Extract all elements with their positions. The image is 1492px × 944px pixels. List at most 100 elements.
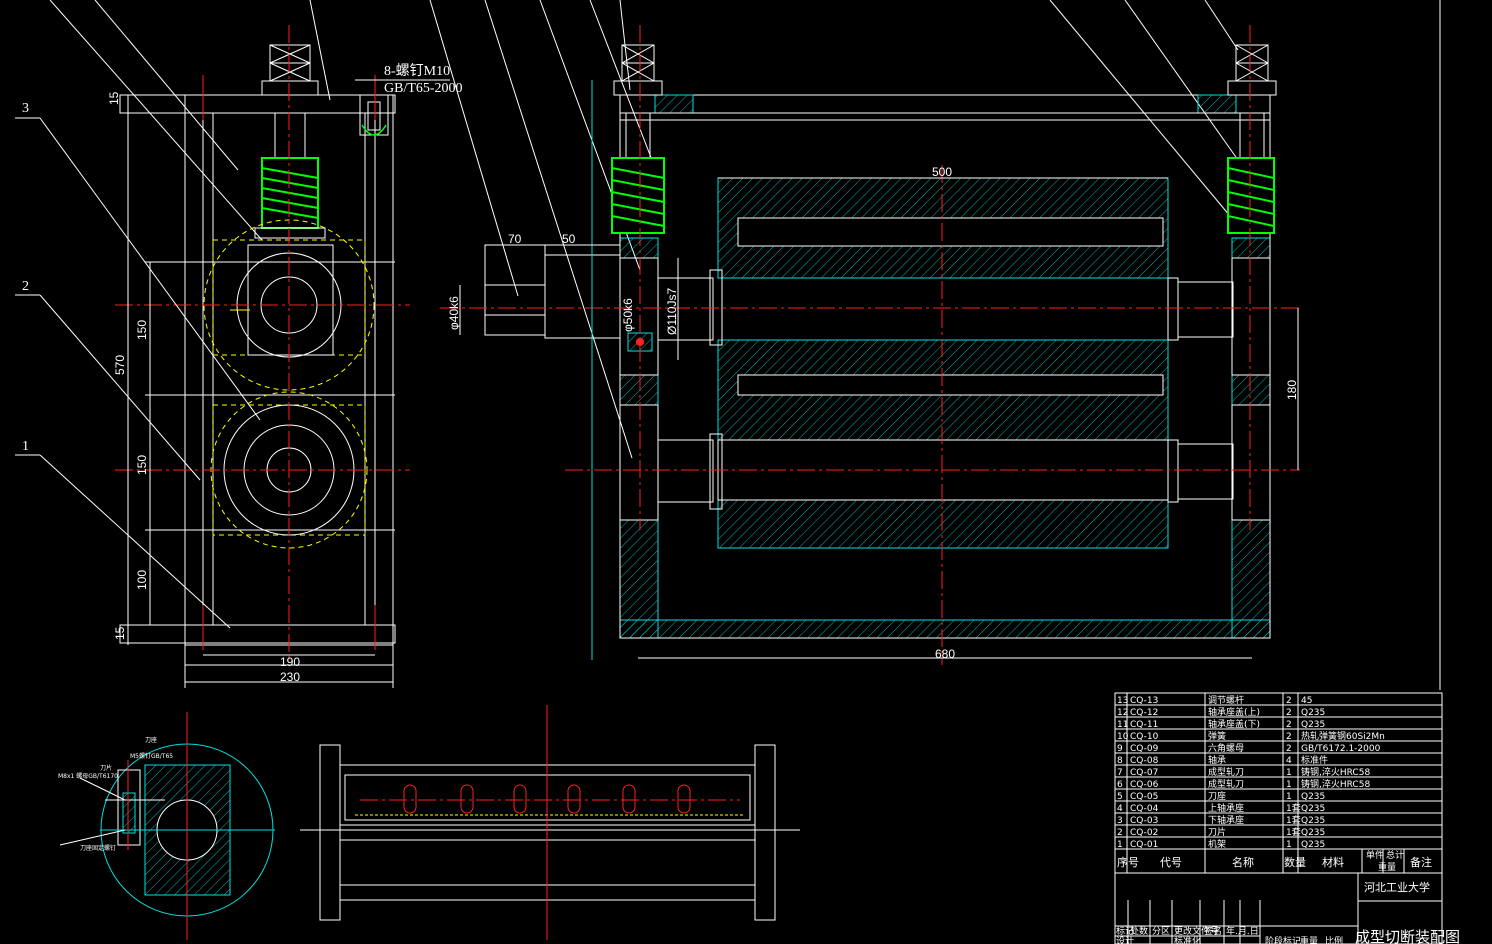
detail-label-3: 刀座 [145, 736, 157, 744]
part-material: Q235 [1301, 804, 1325, 814]
detail-view: M8x1 螺母GB/T6170 刀片 刀座 M5螺钉GB/T65 刀座固定螺钉 [58, 712, 275, 940]
dim-15-bottom: 15 [113, 626, 127, 640]
part-material: Q235 [1301, 840, 1325, 850]
dim-180: 180 [1285, 380, 1299, 400]
part-qty: 2 [1286, 732, 1292, 742]
callout-3: 3 [22, 101, 29, 116]
dim-500: 500 [932, 165, 952, 179]
part-name: 弹簧 [1208, 730, 1226, 742]
part-name: 轴承座盖(上) [1208, 706, 1260, 718]
part-name: 轴承座盖(下) [1208, 718, 1260, 730]
part-code: CQ-01 [1130, 840, 1158, 850]
part-qty: 2 [1286, 744, 1292, 754]
knife-holder-view [300, 705, 800, 940]
part-code: CQ-08 [1130, 756, 1159, 766]
leader-lines [49, 0, 1441, 690]
part-no: 2 [1117, 828, 1123, 838]
dim-phi110: Ø110Js7 [665, 288, 679, 335]
header-unit-weight: 单件 [1366, 849, 1384, 861]
sign-row-cell: 年.月.日 [1226, 925, 1259, 937]
part-name: 轴承 [1208, 754, 1226, 766]
part-no: 8 [1117, 756, 1123, 766]
part-code: CQ-09 [1130, 744, 1159, 754]
part-name: 调节螺杆 [1208, 694, 1244, 706]
bottom-row-cell: 比例 [1325, 935, 1343, 944]
part-qty: 4 [1286, 756, 1292, 766]
part-qty: 1套 [1286, 826, 1301, 838]
header-no: 序号 [1117, 855, 1139, 869]
part-qty: 1 [1286, 792, 1292, 802]
part-code: CQ-03 [1130, 816, 1158, 826]
part-code: CQ-07 [1130, 768, 1158, 778]
part-no: 4 [1117, 804, 1123, 814]
part-material: Q235 [1301, 828, 1325, 838]
part-material: Q235 [1301, 708, 1325, 718]
sign-row-cell: 分区 [1152, 926, 1170, 937]
part-no: 6 [1117, 780, 1123, 790]
part-no: 10 [1117, 732, 1129, 742]
detail-label-4: M5螺钉GB/T65 [130, 752, 173, 760]
left-view: 15 570 150 150 100 15 190 230 8-螺钉M10 GB… [15, 25, 463, 688]
part-qty: 1套 [1286, 814, 1301, 826]
part-code: CQ-13 [1130, 696, 1158, 706]
callout-2: 2 [22, 279, 29, 294]
part-name: 刀座 [1208, 790, 1226, 802]
dim-190: 190 [280, 655, 300, 669]
part-material: 铸钢,淬火HRC58 [1301, 778, 1370, 790]
part-no: 7 [1117, 768, 1123, 778]
sign-row2-cell: 标准化 [1174, 935, 1201, 944]
dim-100: 100 [135, 570, 149, 590]
part-qty: 1 [1286, 840, 1292, 850]
part-name: 成型轧刀 [1208, 778, 1244, 790]
dim-50: 50 [562, 232, 576, 246]
header-remark: 备注 [1410, 855, 1432, 869]
part-qty: 2 [1286, 720, 1292, 730]
dim-15-top: 15 [107, 91, 121, 105]
part-material: GB/T6172.1-2000 [1301, 744, 1381, 754]
part-material: 标准件 [1301, 754, 1328, 766]
main-view: 500 70 50 φ40k6 φ50k6 Ø110Js7 180 680 [440, 25, 1300, 665]
header-material: 材料 [1322, 855, 1344, 869]
dim-680: 680 [935, 647, 955, 661]
bolt-note-2: GB/T65-2000 [384, 81, 463, 96]
dim-phi40: φ40k6 [447, 296, 461, 330]
part-code: CQ-02 [1130, 828, 1158, 838]
detail-label-1: M8x1 螺母GB/T6170 [58, 772, 118, 780]
header-code: 代号 [1160, 856, 1182, 869]
detail-label-2: 刀片 [100, 764, 112, 772]
part-code: CQ-12 [1130, 708, 1158, 718]
part-no: 1 [1117, 840, 1123, 850]
part-code: CQ-06 [1130, 780, 1159, 790]
part-no: 12 [1117, 708, 1128, 718]
dim-phi50: φ50k6 [621, 298, 635, 332]
part-material: 45 [1301, 696, 1312, 706]
bolt-note-1: 8-螺钉M10 [384, 63, 450, 79]
sign-row-cell: 签名 [1204, 925, 1222, 937]
part-name: 成型轧刀 [1208, 766, 1244, 778]
dim-570: 570 [113, 355, 127, 375]
part-no: 13 [1117, 696, 1128, 706]
part-material: Q235 [1301, 792, 1325, 802]
part-qty: 1套 [1286, 802, 1301, 814]
part-material: 热轧弹簧钢60Si2Mn [1301, 730, 1385, 742]
drawing-title: 成型切断装配图 [1355, 928, 1460, 944]
part-name: 上轴承座 [1208, 802, 1244, 814]
part-material: Q235 [1301, 816, 1325, 826]
part-name: 机架 [1208, 838, 1226, 850]
part-qty: 1 [1286, 768, 1292, 778]
dim-150-a: 150 [135, 320, 149, 340]
part-code: CQ-10 [1130, 732, 1159, 742]
header-qty: 数量 [1284, 856, 1306, 869]
dim-150-b: 150 [135, 455, 149, 475]
bottom-row-cell: 重量 [1300, 935, 1318, 944]
part-code: CQ-05 [1130, 792, 1158, 802]
part-name: 刀片 [1208, 826, 1226, 838]
header-name: 名称 [1232, 855, 1254, 869]
slot-holes [403, 784, 691, 814]
part-name: 下轴承座 [1208, 814, 1244, 826]
part-material: 铸钢,淬火HRC58 [1301, 766, 1370, 778]
part-code: CQ-11 [1130, 720, 1158, 730]
header-total-weight: 总计 [1386, 849, 1404, 861]
